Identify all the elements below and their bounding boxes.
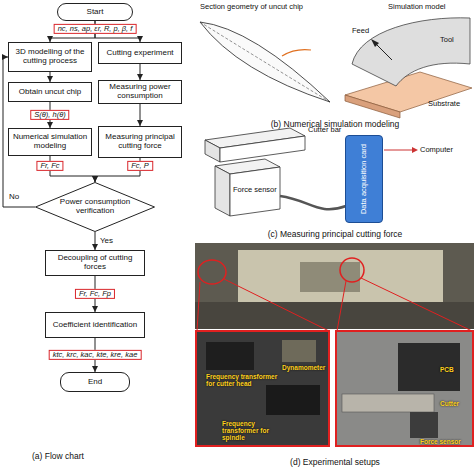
node-text: Coefficient identification xyxy=(53,321,137,330)
node-text: Decoupling of cutting forces xyxy=(47,254,143,272)
process-box: Coefficient identification xyxy=(45,312,145,338)
node-text: Cutting experiment xyxy=(106,49,173,58)
inset-photo xyxy=(336,331,473,446)
process-box: Measuring principal cutting force xyxy=(98,126,182,158)
photo-label: Frequency transformer for spindle xyxy=(222,420,292,441)
zoom-circle xyxy=(340,258,364,282)
node-text: Power consumption verification xyxy=(36,198,154,216)
inset-photo xyxy=(196,331,329,446)
chip-midline xyxy=(200,22,330,102)
photo-label: Frequency transformer for cutter head xyxy=(206,373,286,387)
node-text: Start xyxy=(87,8,104,17)
lathe-carriage xyxy=(300,262,360,292)
flow-arrow xyxy=(140,104,141,126)
part-label: Section geometry of uncut chip xyxy=(200,3,330,11)
zoom-line xyxy=(361,278,472,331)
parameter-box: Fr, Fc, Fp xyxy=(75,289,115,299)
node-text: End xyxy=(88,378,102,387)
parameter-box: S(θ), h(θ) xyxy=(30,110,69,120)
chip-section xyxy=(200,22,330,102)
part-label: Cutter bar xyxy=(308,126,348,134)
sensor-cable xyxy=(280,196,346,209)
usb-wire xyxy=(384,150,414,151)
sensor-side xyxy=(215,166,230,216)
terminal-box: End xyxy=(60,372,130,392)
lathe-bed xyxy=(195,302,474,329)
chip-arc xyxy=(282,50,311,56)
node-text: Data acquisition card xyxy=(360,144,368,214)
node-text: 3D modelling of the cutting process xyxy=(10,48,90,66)
flow-arrow xyxy=(95,232,96,250)
terminal-box: Start xyxy=(57,3,133,21)
part-label: Substrate xyxy=(428,100,473,108)
branch-label: No xyxy=(9,193,19,202)
sensor-face xyxy=(230,167,280,216)
panel-caption: (d) Experimental setups xyxy=(215,458,455,467)
node-text: Numerical simulation modeling xyxy=(10,133,90,151)
daq-card: Data acquisition card xyxy=(345,135,383,223)
photo-label: PCB xyxy=(440,366,470,373)
node-text: Measuring power consumption xyxy=(100,83,180,101)
panel-caption: (a) Flow chart xyxy=(8,452,108,461)
node-text: Measuring principal cutting force xyxy=(100,133,180,151)
process-box: Measuring power consumption xyxy=(98,80,182,104)
zoom-line xyxy=(197,282,200,331)
panel-caption: (c) Measuring principal cutting force xyxy=(215,230,455,239)
parameter-box: Fr, Fc xyxy=(36,161,63,171)
photo-label: Cutter xyxy=(440,400,470,407)
dynamometer-box xyxy=(282,340,316,362)
sensor-photo xyxy=(410,412,438,438)
part-label: Feed xyxy=(352,27,382,35)
zoom-circle xyxy=(198,260,226,284)
transformer-box xyxy=(206,342,254,370)
branch-label: Yes xyxy=(100,237,113,246)
process-box: Decoupling of cutting forces xyxy=(45,250,145,276)
substrate-side xyxy=(345,95,400,118)
flow-arrow xyxy=(50,72,51,82)
process-box: Cutting experiment xyxy=(98,42,182,64)
tool-shell xyxy=(352,18,470,86)
process-box: Obtain uncut chip xyxy=(8,82,92,102)
photo-label: Force sensor xyxy=(420,438,472,445)
parameter-box: nc, ns, ap, εr, R, p, β, f xyxy=(54,24,137,34)
parameter-box: Fc, P xyxy=(127,161,153,171)
part-label: Simulation model xyxy=(388,3,468,11)
part-label: Tool xyxy=(440,36,470,44)
part-label: Computer xyxy=(420,146,470,154)
process-box: Numerical simulation modeling xyxy=(8,128,92,156)
part-label: Force sensor xyxy=(233,186,278,194)
process-box: 3D modelling of the cutting process xyxy=(8,42,92,72)
zoom-line xyxy=(224,279,329,331)
cutter-bar-photo xyxy=(342,394,434,412)
cutter-bar-face xyxy=(220,136,305,162)
photo-label: Dynamometer xyxy=(282,364,332,371)
lathe-photo xyxy=(195,243,474,329)
flow-arrow xyxy=(140,64,141,80)
zoom-line xyxy=(337,281,346,331)
usb-arrowhead xyxy=(412,147,418,153)
feed-arrowhead xyxy=(371,39,379,47)
cutter-bar-end xyxy=(205,140,220,162)
lathe-body xyxy=(238,250,443,308)
transformer-box xyxy=(266,385,320,415)
node-text: Obtain uncut chip xyxy=(19,88,81,97)
decision-diamond: Power consumption verification xyxy=(35,182,155,232)
diamond-shape xyxy=(36,183,155,232)
parameter-box: ktc, krc, kac, kte, kre, kae xyxy=(49,350,142,360)
